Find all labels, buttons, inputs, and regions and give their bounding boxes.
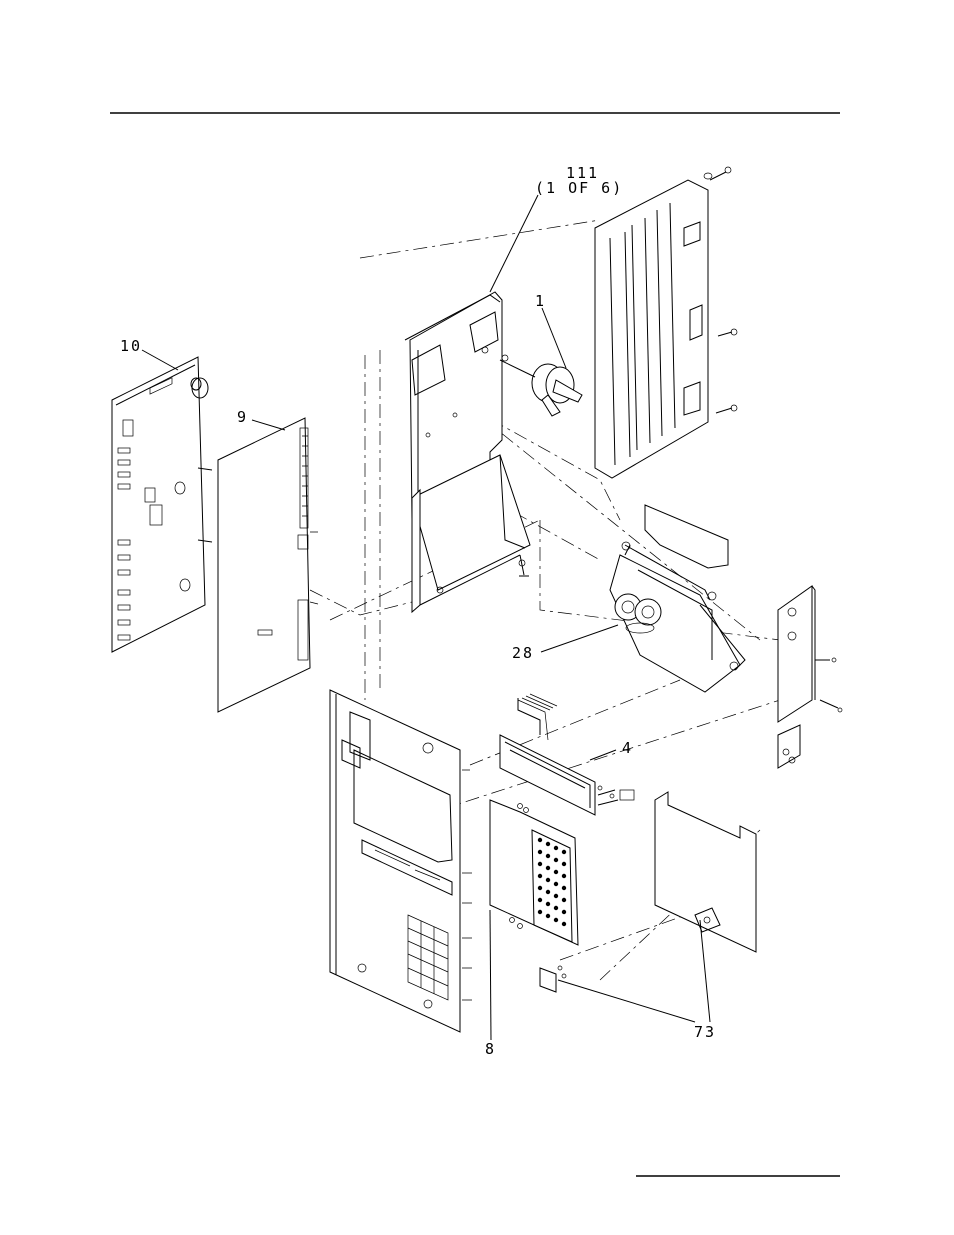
- part-28-print-mechanism: [610, 505, 745, 692]
- callout-73: 73: [694, 1023, 716, 1041]
- lower-enclosure-tray: [655, 792, 756, 952]
- callout-8: 8: [485, 1040, 496, 1058]
- callout-28: 28: [512, 644, 534, 662]
- callout-1: 1: [535, 292, 546, 310]
- part-4-display-module: [500, 694, 634, 815]
- callout-10: 10: [120, 337, 142, 355]
- part-1-motor-assembly: [500, 355, 582, 416]
- part-111-chassis-frame: [405, 292, 530, 612]
- callout-111-quantity-note: (1 OF 6): [535, 179, 623, 197]
- front-panel-bezel: [330, 690, 472, 1032]
- callout-9: 9: [237, 408, 248, 426]
- rear-slotted-panel: [595, 167, 737, 478]
- part-8-keypad-board: [490, 800, 578, 992]
- callout-4: 4: [622, 739, 633, 757]
- part-10-main-board: [112, 357, 212, 652]
- part-9-secondary-board: [218, 418, 318, 712]
- right-side-bracket: [778, 586, 842, 768]
